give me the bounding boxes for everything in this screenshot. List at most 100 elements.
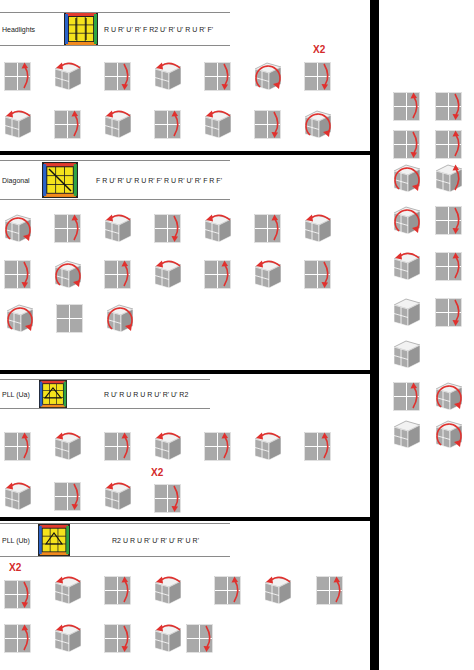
move-arrow: [72, 111, 79, 137]
cube: [105, 63, 131, 91]
cube-icon: [64, 12, 98, 46]
cube: [265, 577, 291, 604]
move-arrow: [172, 111, 179, 137]
cube: [55, 261, 81, 288]
cube: [155, 63, 181, 90]
section-divider: [0, 151, 370, 155]
move-arrow: [222, 64, 229, 90]
cube: [55, 483, 81, 511]
cube: [155, 625, 181, 652]
move-step: [5, 577, 343, 653]
move-arrow: [122, 64, 129, 90]
move-arrow: [6, 111, 30, 118]
cube: [394, 93, 420, 121]
repeat-count: X2: [313, 44, 325, 56]
cube: [5, 483, 31, 510]
move-arrow: [156, 261, 180, 268]
move-arrow: [172, 216, 179, 242]
cube: [394, 131, 420, 159]
move-arrow: [106, 215, 130, 222]
move-arrow: [453, 131, 460, 157]
move-arrow: [232, 577, 239, 603]
move-arrow: [22, 582, 29, 608]
move-arrow: [172, 486, 179, 512]
move-arrow: [122, 626, 129, 652]
cube: [305, 261, 331, 289]
move-arrow: [56, 577, 80, 584]
swap-arrow: [85, 18, 86, 40]
move-arrow: [222, 433, 229, 459]
cube: [5, 215, 31, 242]
move-arrow: [206, 111, 230, 118]
move-arrow: [256, 66, 280, 89]
cube: [5, 433, 31, 461]
cube: [255, 111, 281, 139]
move-arrow: [453, 94, 460, 120]
algorithm-text: F R U' R' U' R U R' F' R U R' U' R' F R …: [96, 176, 222, 185]
cube: [55, 625, 81, 652]
move-arrow: [56, 625, 80, 632]
case-header: DiagonalF R U' R' U' R U R' F' R U R' U'…: [0, 160, 230, 200]
cube: [55, 577, 81, 604]
cube: [317, 577, 343, 605]
case-icon: [42, 162, 78, 198]
swap-arrow: [49, 169, 71, 191]
move-arrow: [453, 300, 460, 326]
cube: [394, 341, 420, 368]
move-step: [5, 63, 332, 139]
move-arrow: [272, 112, 279, 138]
move-arrow: [72, 215, 79, 241]
move-arrow: [272, 215, 279, 241]
move-arrow: [334, 577, 341, 603]
move-arrow: [411, 383, 418, 409]
cube: [7, 305, 33, 332]
cube: [155, 261, 181, 288]
cube: [436, 383, 462, 410]
cube: [394, 421, 420, 448]
move-arrow: [156, 63, 180, 70]
cube: [205, 215, 231, 242]
section-divider: [0, 517, 370, 521]
move-arrow: [108, 308, 132, 331]
case-header: PLL (Ub)R2 U R U R' U' R' U' R' U R': [0, 523, 230, 557]
move-arrow: [437, 424, 461, 447]
repeat-count: X2: [151, 467, 163, 479]
cube: [105, 111, 131, 138]
move-arrow: [437, 386, 461, 409]
cycle-arrow: [45, 388, 61, 398]
cube: [155, 215, 181, 243]
cube: [5, 625, 31, 653]
move-arrow: [222, 261, 229, 287]
move-arrow: [306, 114, 330, 137]
cube: [305, 63, 331, 91]
divider-bar: [370, 0, 379, 670]
move-arrow: [22, 262, 29, 288]
cube: [436, 131, 462, 159]
cube: [255, 215, 281, 243]
move-arrow: [122, 577, 129, 603]
cube: [436, 165, 462, 192]
move-arrow: [56, 63, 80, 70]
cube: [255, 433, 281, 460]
cube: [105, 433, 131, 461]
cube: [436, 299, 462, 327]
cube: [255, 63, 281, 90]
algorithm-text: R U' R U R U R U' R' U' R2: [104, 390, 188, 399]
cube: [5, 581, 31, 609]
move-arrow: [72, 484, 79, 510]
move-arrow: [22, 433, 29, 459]
case-name: Headlights: [2, 25, 35, 34]
cube: [105, 625, 131, 653]
case-header: HeadlightsR U R' U' R' F R2 U' R' U' R U…: [0, 12, 230, 46]
cube: [187, 625, 213, 653]
cube: [105, 261, 131, 289]
cube: [55, 433, 81, 460]
move-arrow: [56, 264, 80, 287]
move-arrow: [395, 210, 419, 233]
cube: [155, 485, 181, 513]
case-name: PLL (Ub): [2, 536, 30, 545]
move-arrow: [122, 433, 129, 459]
cube-icon: [38, 524, 70, 556]
case-name: PLL (Ua): [2, 390, 30, 399]
